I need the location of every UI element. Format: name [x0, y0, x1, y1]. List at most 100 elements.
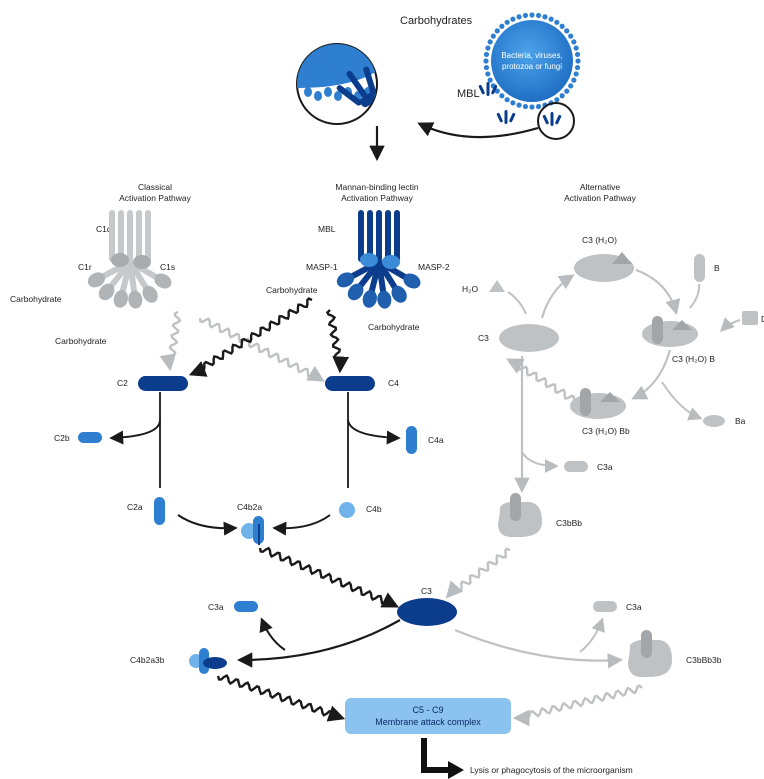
c4-label: C4	[388, 378, 399, 388]
carbohydrate-dot	[522, 103, 529, 110]
carbohydrate-dot	[494, 88, 500, 94]
carbohydrate-dot	[529, 12, 535, 18]
carbohydrate-dot	[504, 97, 510, 103]
classical-carbohydrate-left: Carbohydrate	[10, 294, 62, 304]
c2-cleavage: C2 C2b C2a	[54, 376, 238, 536]
c3h2o-label: C3 (H₂O)	[582, 235, 617, 245]
c3a-right-molecule	[593, 601, 617, 612]
c2-molecule	[138, 376, 188, 391]
carbohydrate-dot	[548, 16, 554, 22]
carbohydrate-dot	[554, 97, 560, 103]
lectin-pathway: Mannan-binding lectin Activation Pathway…	[266, 182, 450, 332]
c3-molecule	[397, 598, 457, 626]
c3h2ob-b-part	[652, 316, 663, 344]
carbohydrate-dot	[571, 39, 577, 45]
carbohydrate-dot	[571, 77, 577, 83]
c3a-left-molecule	[234, 601, 258, 612]
c3h2ob-to-ba-arrow	[661, 381, 703, 421]
c3h2o-thioester	[612, 252, 632, 264]
alt-c3a-label: C3a	[597, 462, 613, 472]
c3bbb3b-to-mac-wavy-arrow	[512, 684, 643, 727]
h2o-label: H₂O	[462, 284, 478, 294]
factor-b-molecule	[694, 254, 705, 282]
c3h2obb-to-c3-wavy-arrow	[506, 358, 576, 401]
c2a-molecule	[154, 497, 165, 525]
alt-c3a-molecule	[564, 461, 588, 472]
c4a-molecule	[406, 426, 417, 454]
c3h2ob-to-c3h2obb-arrow	[631, 349, 672, 400]
carbohydrate-dot	[483, 51, 490, 58]
alternative-header-line2: Activation Pathway	[564, 193, 637, 203]
microbe-label-line2: protozoa or fungi	[502, 62, 562, 71]
lectin-header-line2: Activation Pathway	[341, 193, 414, 203]
carbohydrate-dot	[542, 14, 548, 20]
c3bbb3b-convertase: C3bBb3b	[628, 630, 722, 677]
carbohydrate-dot	[529, 104, 535, 110]
carbohydrate-dot	[564, 28, 570, 34]
c3-to-c3a-left-arrow	[259, 617, 286, 651]
c1r-label: C1r	[78, 262, 92, 272]
h2o-join-line	[507, 291, 527, 315]
alt-c3-molecule	[499, 324, 559, 352]
c4b2a3b-c3b-part	[203, 657, 227, 669]
c2b-molecule	[78, 432, 102, 443]
c3h2o-to-c3h2ob-arrow	[635, 268, 681, 315]
zoom-mbl	[336, 66, 377, 108]
carbohydrate-dot	[504, 19, 510, 25]
lectin-to-c2-wavy-arrow	[188, 297, 313, 377]
lectin-carbohydrate-left: Carbohydrate	[266, 285, 318, 295]
carbohydrates-label: Carbohydrates	[400, 15, 473, 27]
c4b2a3b-label: C4b2a3b	[130, 655, 165, 665]
c4b-molecule	[339, 502, 355, 518]
c4b2a3b-to-mac-wavy-arrow	[216, 674, 346, 722]
alternative-pathway: Alternative Activation Pathway C3 (H₂O) …	[462, 182, 764, 537]
c3-to-c3a-right-arrow	[579, 617, 605, 653]
zoom-arrow	[417, 122, 539, 139]
c3a-right-label: C3a	[626, 602, 642, 612]
c4b2a-label: C4b2a	[237, 502, 262, 512]
carbohydrate-dot	[574, 64, 581, 71]
membrane-attack-complex: C5 - C9 Membrane attack complex	[345, 698, 511, 734]
c3h2ob-label: C3 (H₂O) B	[672, 354, 715, 364]
mbl-small-icon	[542, 112, 562, 126]
carbohydrate-dot	[483, 64, 490, 71]
c4-molecule	[325, 376, 375, 391]
c2b-label: C2b	[54, 433, 70, 443]
c3-to-c3bbb3b-arrow	[454, 628, 624, 669]
classical-pathway: Classical Activation Pathway C1q C1r C1s…	[10, 182, 192, 346]
outcome-elbow	[421, 738, 450, 773]
carbohydrate-dot	[559, 93, 565, 99]
outcome-label: Lysis or phagocytosis of the microorgani…	[470, 765, 633, 775]
carbohydrate-dot	[487, 77, 493, 83]
carbohydrate-dot	[483, 58, 489, 64]
c3bbb-label: C3bBb	[556, 518, 582, 528]
carbohydrate-dot	[573, 45, 579, 51]
zoom-microbe-surface	[297, 44, 377, 88]
h2o-triangle	[489, 280, 505, 292]
c3h2obb-bb-part	[580, 388, 591, 416]
c3h2ob-molecule	[642, 321, 698, 347]
c4a-label: C4a	[428, 435, 444, 445]
factor-d-label: D	[761, 314, 764, 324]
magnify-circle	[537, 102, 575, 140]
factor-d-molecule	[742, 311, 758, 325]
alt-c3-label: C3	[478, 333, 489, 343]
carbohydrate-dot	[564, 88, 570, 94]
c4-to-c4a-arrow	[347, 419, 401, 445]
c3-to-c3h2o-arrow	[540, 274, 575, 319]
c1q-label: C1q	[96, 224, 112, 234]
c1s-label: C1s	[160, 262, 175, 272]
lectin-to-c4-wavy-arrow	[325, 309, 350, 374]
alternative-header-line1: Alternative	[580, 182, 620, 192]
mbl-small-icons	[478, 82, 562, 126]
c3bbb3b-bb-part	[641, 630, 652, 658]
carbohydrate-dot	[522, 12, 529, 19]
c3bbb-body	[498, 502, 542, 537]
microbe-cell	[491, 20, 573, 102]
lectin-header-line1: Mannan-binding lectin	[335, 182, 418, 192]
microbe-group: Carbohydrates Bacteria, viruses, protozo…	[400, 12, 581, 140]
factor-b-label: B	[714, 263, 720, 273]
carbohydrate-dot	[510, 100, 516, 106]
carbohydrate-dot	[494, 28, 500, 34]
c3bbb3b-label: C3bBb3b	[686, 655, 722, 665]
